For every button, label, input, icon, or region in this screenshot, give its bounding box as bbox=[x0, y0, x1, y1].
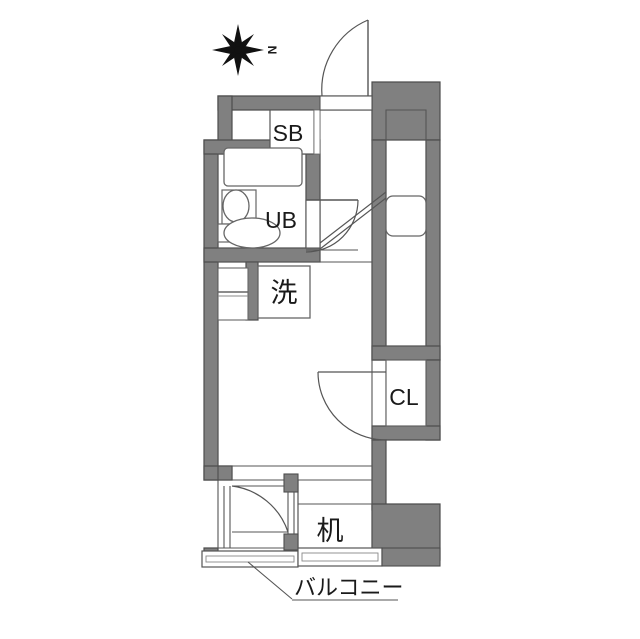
washer-box bbox=[257, 265, 311, 319]
compass-point-sw bbox=[222, 50, 238, 66]
compass-point-ne bbox=[238, 34, 254, 50]
balcony-door-swing-arc bbox=[231, 485, 289, 533]
wall-right-upper bbox=[425, 139, 441, 361]
balcony-callout-group: バルコニー bbox=[247, 561, 404, 601]
balcony-rail-right-inner bbox=[301, 552, 379, 562]
entrance-door-swing-arc bbox=[321, 19, 369, 97]
bathtub-icon bbox=[223, 147, 303, 187]
wall-room-right-lower bbox=[371, 439, 387, 511]
ub-door-threshold bbox=[305, 199, 321, 249]
wall-ub-bottom bbox=[203, 247, 321, 263]
wall-top-right-block bbox=[371, 81, 441, 141]
wall-step-closet-top bbox=[371, 345, 441, 361]
balcony-leader-line bbox=[247, 561, 293, 600]
entrance-door-group bbox=[319, 19, 373, 111]
compass-point-w bbox=[212, 45, 238, 55]
balcony-label: バルコニー bbox=[294, 576, 404, 601]
wall-hall-inner bbox=[371, 139, 387, 361]
compass-point-se bbox=[238, 50, 254, 66]
balcony-rail-group bbox=[201, 547, 441, 568]
balcony-door-jamb-right-top bbox=[283, 473, 299, 493]
compass-star bbox=[212, 24, 264, 76]
ub-door-group bbox=[305, 199, 359, 253]
unit-bath-label: UB bbox=[265, 207, 297, 233]
meter-box-icon bbox=[385, 195, 427, 237]
balcony-door-group bbox=[217, 465, 299, 551]
entry-hall-outline bbox=[385, 109, 427, 347]
balcony-door-jamb-left bbox=[217, 465, 233, 481]
compass-point-e bbox=[238, 45, 264, 55]
compass-point-nw bbox=[222, 34, 238, 50]
wall-closet-bottom bbox=[371, 425, 441, 441]
desk-label: 机 bbox=[317, 516, 344, 547]
kitchen-counter-group bbox=[217, 267, 249, 321]
balcony-rail-left-inner bbox=[205, 555, 295, 563]
closet-door-swing-arc bbox=[317, 371, 387, 441]
toilet-bowl-icon bbox=[223, 217, 281, 249]
shoe-box-group: SB bbox=[269, 109, 321, 155]
wall-left-outer bbox=[203, 139, 219, 481]
washer-label: 洗 bbox=[271, 278, 298, 309]
closet-interior bbox=[385, 359, 427, 427]
shoe-box-door-edge bbox=[313, 109, 321, 155]
north-arrow-group: N bbox=[212, 24, 279, 76]
shoe-box-cabinet bbox=[269, 109, 315, 155]
closet-label: CL bbox=[389, 384, 419, 410]
compass-hub bbox=[234, 46, 242, 54]
balcony-door-jamb-right-bottom bbox=[283, 533, 299, 551]
washer-group: 洗 bbox=[257, 265, 311, 319]
ub-door-swing-arc bbox=[305, 199, 359, 253]
kitchen-counter-icon bbox=[217, 267, 249, 321]
slider-panel-a bbox=[319, 191, 387, 244]
unit-bath-group: UB bbox=[217, 147, 303, 249]
entrance-door-threshold bbox=[319, 95, 373, 111]
compass-north-label: N bbox=[265, 46, 279, 55]
basin-bowl-icon bbox=[222, 189, 250, 223]
shoe-box-label: SB bbox=[273, 120, 304, 146]
compass-point-s bbox=[233, 50, 243, 76]
closet-group: CL bbox=[317, 359, 427, 441]
compass-point-n bbox=[233, 24, 243, 50]
balcony-wall-right bbox=[381, 547, 441, 567]
